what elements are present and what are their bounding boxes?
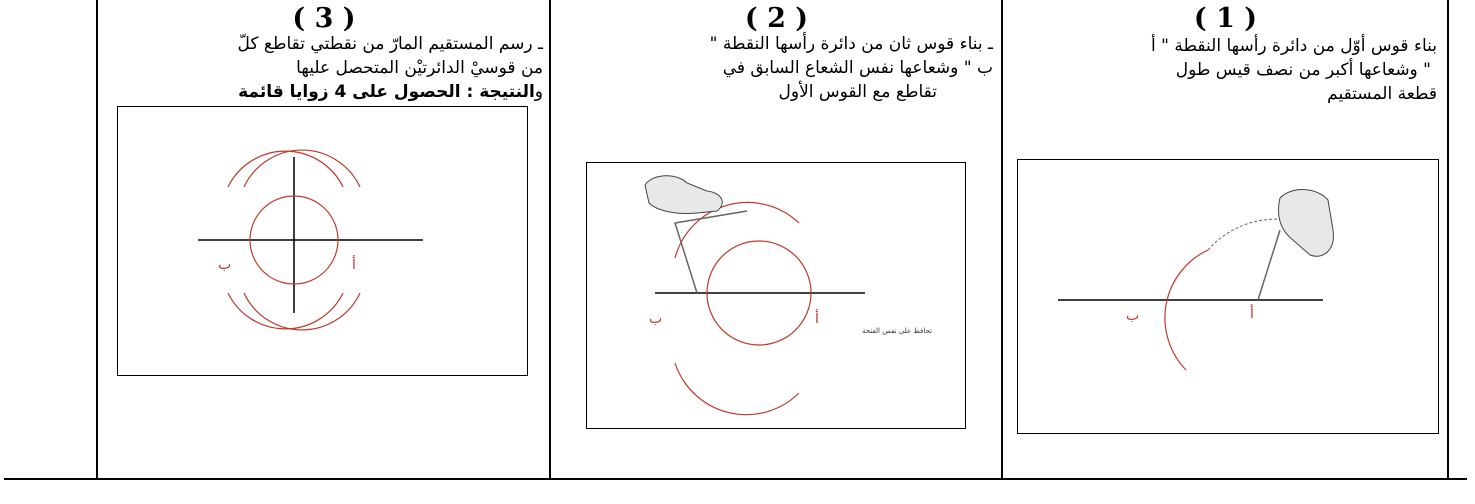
step-2-figure: ب أ تحافظ على نفس الفتحة — [586, 162, 966, 429]
step-2-line-1: ـ بناء قوس ثان من دائرة رأسها النقطة " — [709, 34, 993, 54]
result-text: النتيجة : الحصول على 4 زوايا قائمة — [238, 82, 535, 102]
step-3-result: والنتيجة : الحصول على 4 زوايا قائمة — [238, 80, 543, 104]
arc-bottom-a — [227, 292, 344, 330]
compass — [674, 210, 748, 294]
step-1-drawing: ب أ — [1058, 189, 1334, 371]
step-1-number: ( 1 ) — [1193, 3, 1258, 34]
second-arc-bottom — [674, 362, 800, 416]
circle-arc — [249, 195, 339, 285]
row-divider — [4, 478, 1467, 480]
first-arc — [706, 240, 812, 346]
step-3-figure: ب أ — [117, 106, 528, 376]
hand-icon — [644, 175, 723, 214]
result-prefix: و — [534, 82, 543, 102]
step-2-line-2: ب " وشعاعها نفس الشعاع السابق في — [722, 58, 993, 78]
step-1-figure: ب أ — [1017, 159, 1439, 434]
point-b-label: ب — [218, 257, 231, 273]
compass-path — [1207, 218, 1289, 251]
arc-top-a — [227, 150, 344, 188]
arc-bottom-b — [243, 292, 361, 331]
hand-icon — [1278, 189, 1334, 257]
step-2-drawing: ب أ تحافظ على نفس الفتحة — [644, 175, 932, 416]
column-divider — [1447, 0, 1449, 480]
point-b-label: ب — [1126, 308, 1139, 324]
point-b-label: ب — [649, 311, 662, 327]
step-1-line-2: " وشعاعها أكبر من نصف قيس طول — [1175, 60, 1431, 80]
step-1-line-3: قطعة المستقيم — [1327, 84, 1437, 104]
step-3-drawing: ب أ — [198, 149, 423, 331]
column-divider — [96, 0, 98, 480]
step-3-line-2: من قوسيْ الدائرتيْن المتحصل عليها — [296, 58, 543, 78]
step-3-line-1: ـ رسم المستقيم المارّ من نقطتي تقاطع كلّ — [237, 34, 543, 54]
column-divider — [1001, 0, 1003, 480]
steps-table: ( 3 ) ـ رسم المستقيم المارّ من نقطتي تقا… — [4, 0, 1467, 504]
compass — [1257, 229, 1281, 301]
step-1-line-1: بناء قوس أوّل من دائرة رأسها النقطة " أ — [1151, 36, 1437, 56]
second-arc-top — [674, 201, 800, 259]
figure-caption: تحافظ على نفس الفتحة — [862, 327, 932, 335]
first-arc-left — [1164, 249, 1209, 371]
step-3-number: ( 3 ) — [292, 3, 356, 34]
column-divider — [549, 0, 551, 480]
point-a-label: أ — [815, 309, 819, 327]
point-a-label: أ — [352, 255, 356, 273]
point-a-label: أ — [1250, 304, 1254, 322]
step-2-line-3: تقاطع مع القوس الأول — [778, 82, 937, 102]
step-2-number: ( 2 ) — [744, 3, 809, 34]
arc-top-b — [243, 149, 361, 188]
